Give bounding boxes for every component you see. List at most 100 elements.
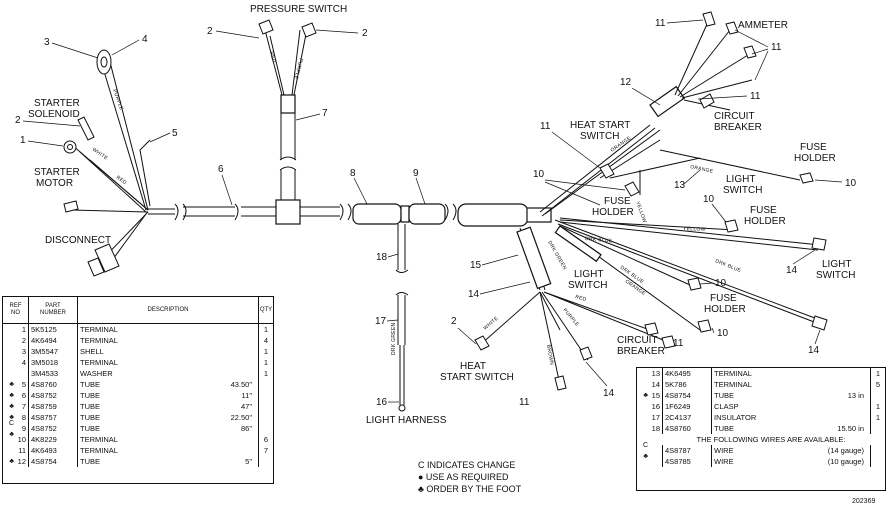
row-length: (10 gauge) xyxy=(827,457,864,466)
row-part-number: 3M4533 xyxy=(29,368,78,379)
row-description-text: WIRE xyxy=(714,446,734,455)
row-part-number-text: 5K786 xyxy=(665,380,687,389)
ref-10: 10 xyxy=(717,328,729,339)
row-description-text: TUBE xyxy=(80,413,101,422)
row-part-number-text: 4S8760 xyxy=(31,380,57,389)
row-ref-number: 6 xyxy=(14,390,29,401)
ref-12: 12 xyxy=(620,77,632,88)
callout-fuse-holder-right-1: FUSE xyxy=(800,142,827,153)
row-quantity-text: 7 xyxy=(263,446,269,455)
callout-fuse-holder-low-2: HOLDER xyxy=(704,304,746,315)
ref-10: 10 xyxy=(845,178,857,189)
row-description: TERMINAL xyxy=(712,368,871,379)
row-ref-number-text: 12 xyxy=(17,457,26,466)
row-quantity: 4 xyxy=(259,335,273,346)
row-ref-number: 2 xyxy=(14,335,29,346)
ref-7: 7 xyxy=(322,108,328,119)
row-part-number-text: 4S8752 xyxy=(31,391,57,400)
row-length: 15.50 in xyxy=(837,424,864,433)
row-part-number: 4K8229 xyxy=(29,434,78,445)
row-quantity-text: 1 xyxy=(263,347,269,356)
row-description-text: TUBE xyxy=(80,424,101,433)
row-quantity xyxy=(259,412,273,423)
row-quantity-text: 5 xyxy=(875,380,881,389)
ref-11: 11 xyxy=(655,18,666,29)
callout-ammeter: AMMETER xyxy=(738,20,788,31)
ref-10: 10 xyxy=(703,194,715,205)
row-ref-number: 14 xyxy=(648,379,663,390)
row-part-number: 4S8787 xyxy=(663,445,712,456)
row-mark: ♣ xyxy=(637,390,648,401)
row-ref-number: 7 xyxy=(14,401,29,412)
row-part-number-text: 3M4533 xyxy=(31,369,59,378)
row-description: TERMINAL xyxy=(78,357,259,368)
callout-fuse-holder-mid2-1: FUSE xyxy=(750,205,777,216)
callout-light-switch-right-1: LIGHT xyxy=(726,174,755,185)
row-quantity-text: 1 xyxy=(875,413,881,422)
row-ref-number: 11 xyxy=(14,445,29,456)
row-ref-number xyxy=(14,368,29,379)
row-description-text: TERMINAL xyxy=(80,336,118,345)
row-quantity xyxy=(871,456,885,467)
row-ref-number-text: 18 xyxy=(651,424,660,433)
row-description-text: WIRE xyxy=(714,457,734,466)
wire-color-label: DRK GREEN xyxy=(391,322,397,355)
row-quantity-text: 6 xyxy=(263,435,269,444)
row-part-number-text: 4K6494 xyxy=(31,336,57,345)
ref-11: 11 xyxy=(750,91,761,102)
row-part-number: 3M5018 xyxy=(29,357,78,368)
legend: C INDICATES CHANGE ● USE AS REQUIRED ♣ O… xyxy=(418,460,522,494)
row-part-number: 4S8752 xyxy=(29,390,78,401)
row-description-text: INSULATOR xyxy=(714,413,757,422)
ref-18: 18 xyxy=(376,252,388,263)
main-trunk: DRK GREEN xyxy=(241,203,552,412)
row-ref-number: 8 xyxy=(14,412,29,423)
row-part-number-text: 2C4137 xyxy=(665,413,692,422)
wire-color-label: WHITE xyxy=(91,147,109,162)
row-length: 5" xyxy=(245,457,252,466)
row-ref-number-text: 1 xyxy=(21,325,26,334)
row-mark: ♣ xyxy=(3,412,14,423)
row-quantity: 1 xyxy=(871,368,885,379)
row-part-number: 4K6493 xyxy=(29,445,78,456)
ref-6: 6 xyxy=(218,164,224,175)
ref-10: 10 xyxy=(533,169,545,180)
row-quantity: 6 xyxy=(259,434,273,445)
table-row: 4S8785 WIRE (10 gauge) xyxy=(637,456,885,467)
ref-3: 3 xyxy=(44,37,50,48)
row-mark-text: ♣ xyxy=(643,392,648,399)
row-ref-number-text: 9 xyxy=(21,424,26,433)
ref-10: 10 xyxy=(715,278,727,289)
row-mark-text: ♣ xyxy=(9,381,14,388)
ref-11: 11 xyxy=(771,42,782,53)
row-quantity xyxy=(259,423,273,434)
wire-color-label: RED xyxy=(268,51,277,64)
callout-light-switch-right-2: SWITCH xyxy=(723,185,762,196)
legend-as-required: ● USE AS REQUIRED xyxy=(418,472,509,482)
row-part-number: 4S8752 xyxy=(29,423,78,434)
ref-14: 14 xyxy=(808,345,820,356)
ref-2: 2 xyxy=(15,115,21,126)
row-part-number-text: 4S8785 xyxy=(665,457,691,466)
row-part-number-text: 1F6249 xyxy=(665,402,691,411)
row-ref-number: 17 xyxy=(648,412,663,423)
row-quantity xyxy=(259,456,273,467)
row-part-number-text: 3M5547 xyxy=(31,347,59,356)
wire-color-label: BROWN xyxy=(545,344,555,365)
callout-light-switch-mid-2: SWITCH xyxy=(568,280,607,291)
row-part-number: 5K5125 xyxy=(29,324,78,335)
row-description: TERMINAL xyxy=(712,379,871,390)
row-ref-number: 15 xyxy=(648,390,663,401)
row-description: WIRE(14 gauge) xyxy=(712,445,871,456)
row-part-number-text: 3M5018 xyxy=(31,358,59,367)
row-quantity xyxy=(871,445,885,456)
